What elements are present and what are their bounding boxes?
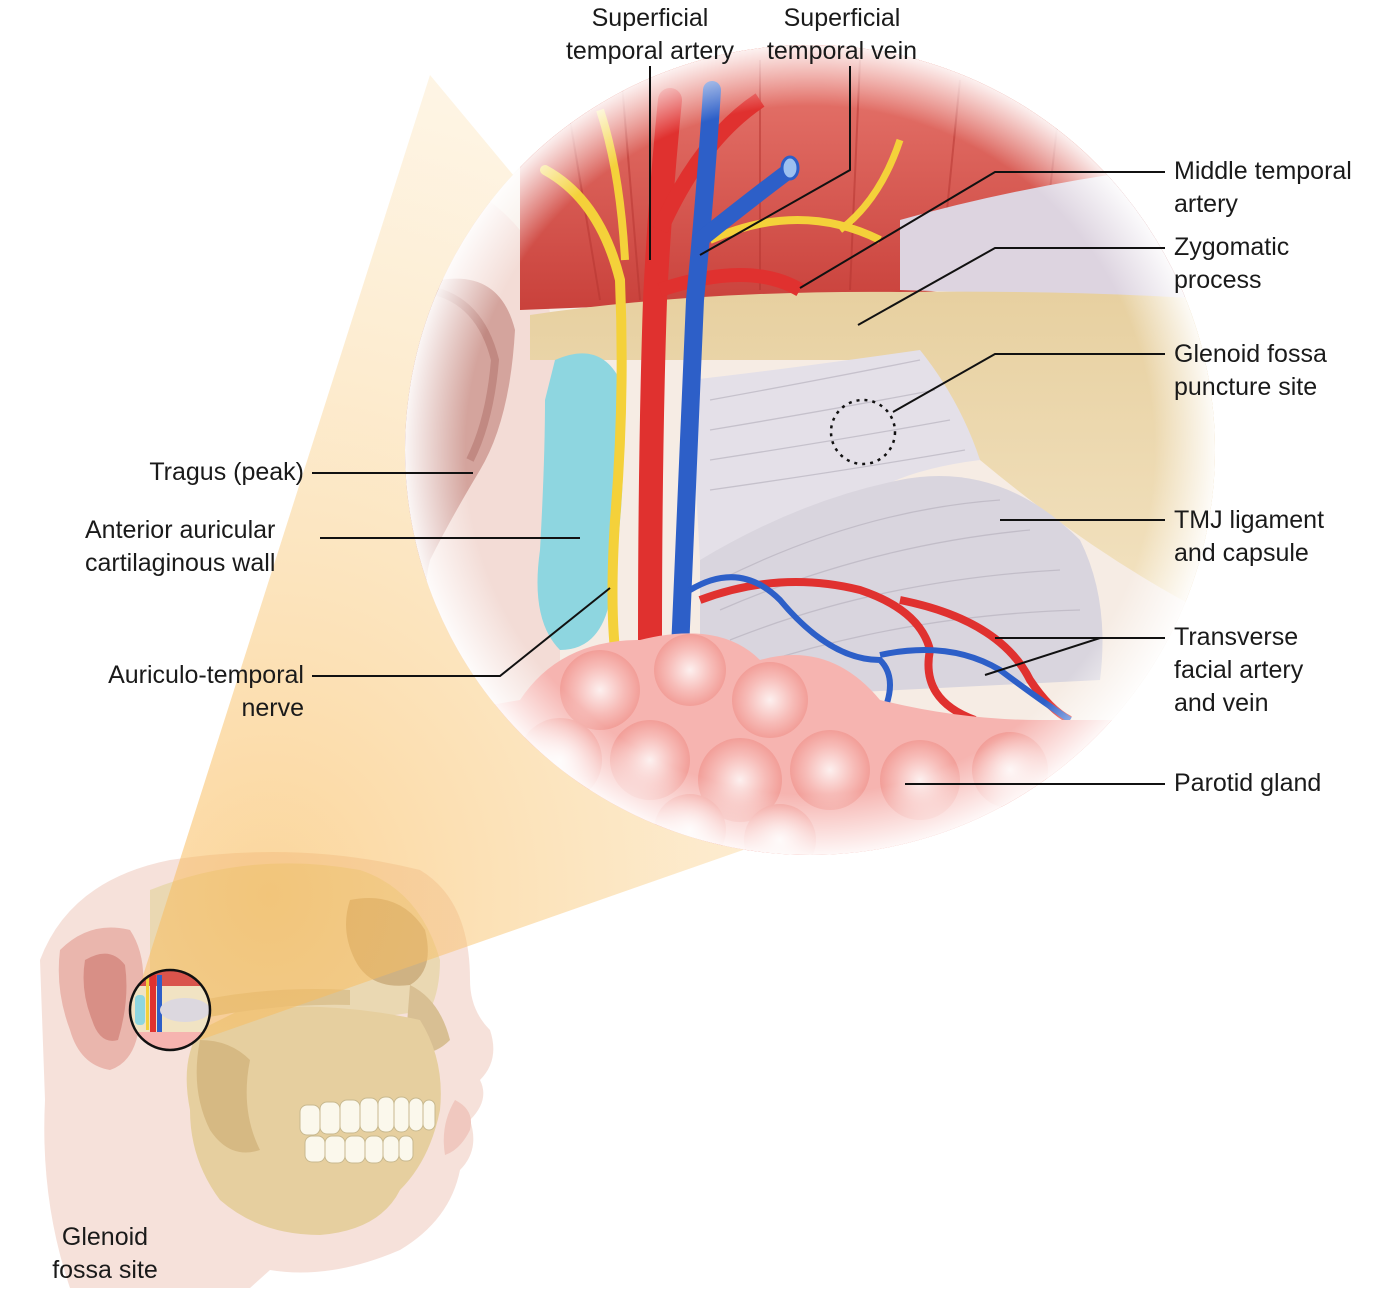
label-line: Auriculo-temporal: [108, 661, 304, 689]
leader-lines: [312, 66, 1165, 785]
label-glenoid-fossa-puncture-site: Glenoid fossa puncture site: [1174, 338, 1327, 404]
label-tmj-ligament-capsule: TMJ ligament and capsule: [1174, 504, 1324, 570]
label-line: Zygomatic: [1174, 233, 1290, 261]
label-zygomatic-process: Zygomatic process: [1174, 231, 1289, 297]
label-line: temporal artery: [565, 37, 735, 65]
label-line: Superficial: [783, 4, 901, 32]
label-parotid-gland: Parotid gland: [1174, 767, 1321, 800]
label-line: fossa site: [52, 1256, 158, 1284]
label-transverse-facial-artery-vein: Transverse facial artery and vein: [1174, 621, 1303, 720]
label-superficial-temporal-artery: Superficial temporal artery: [550, 2, 750, 68]
label-line: TMJ ligament: [1174, 506, 1325, 534]
label-line: process: [1174, 266, 1262, 294]
label-line: temporal vein: [766, 37, 918, 65]
magnified-view: [405, 45, 1215, 855]
label-glenoid-fossa-site: Glenoid fossa site: [30, 1221, 180, 1287]
label-line: Tragus (peak): [149, 458, 304, 486]
label-line: nerve: [241, 694, 304, 722]
label-anterior-auricular-wall: Anterior auricular cartilaginous wall: [85, 514, 275, 580]
label-line: Anterior auricular: [85, 516, 276, 544]
label-line: and capsule: [1174, 539, 1309, 567]
teeth: [299, 1096, 436, 1164]
label-line: Transverse: [1174, 623, 1299, 651]
label-line: Parotid gland: [1174, 769, 1322, 797]
label-middle-temporal-artery: Middle temporal artery: [1174, 155, 1352, 221]
label-line: Glenoid fossa: [1174, 340, 1327, 368]
label-line: artery: [1174, 190, 1238, 218]
label-line: Superficial: [591, 4, 709, 32]
label-line: Middle temporal: [1174, 157, 1352, 185]
label-tragus-peak: Tragus (peak): [60, 456, 304, 489]
label-line: facial artery: [1174, 656, 1304, 684]
label-auriculo-temporal-nerve: Auriculo-temporal nerve: [60, 659, 304, 725]
label-line: and vein: [1174, 689, 1269, 717]
label-line: cartilaginous wall: [85, 549, 276, 577]
label-line: puncture site: [1174, 373, 1318, 401]
label-line: Glenoid: [61, 1223, 149, 1251]
label-superficial-temporal-vein: Superficial temporal vein: [752, 2, 932, 68]
glenoid-fossa-site-inset: [128, 968, 212, 1052]
